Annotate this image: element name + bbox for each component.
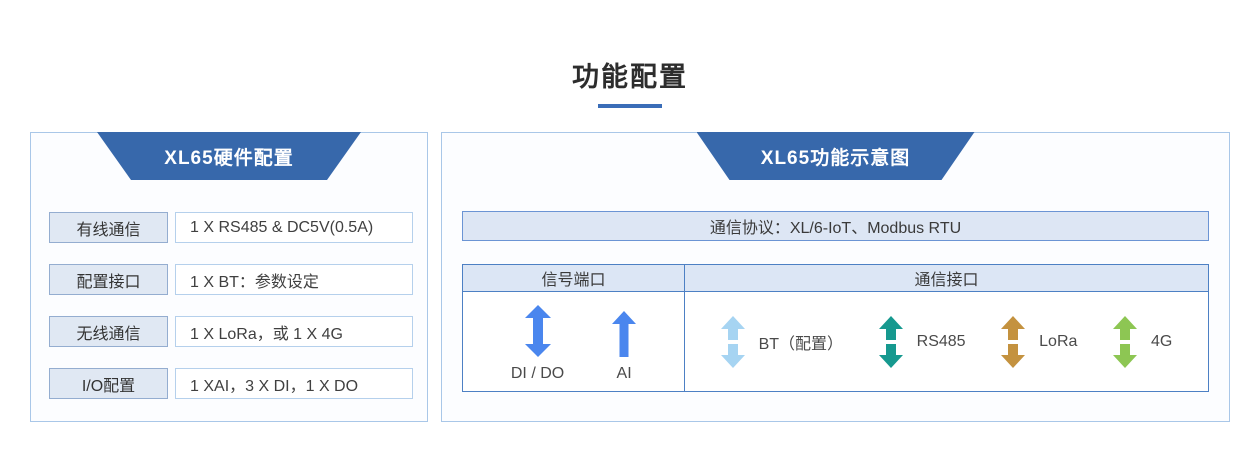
hardware-row-wireless: 无线通信 1 X LoRa，或 1 X 4G [49,316,413,347]
signal-label: AI [616,364,632,382]
row-value: 1 X RS485 & DC5V(0.5A) [175,212,413,243]
split-double-arrow-icon [1113,315,1137,368]
hardware-row-config: 配置接口 1 X BT：参数设定 [49,264,413,295]
row-label: 有线通信 [49,212,168,243]
comm-interfaces-cell: BT（配置） RS485 LoRa [685,292,1208,391]
split-double-arrow-icon [878,315,903,368]
comm-4g: 4G [1113,315,1173,368]
up-arrow-icon [612,310,637,357]
protocol-bar: 通信协议：XL/6-IoT、Modbus RTU [462,211,1209,241]
comm-rs485: RS485 [878,315,966,368]
table-header-signal-ports: 信号端口 [463,265,685,292]
hardware-panel-title: XL65硬件配置 [97,132,361,180]
signal-ports-cell: DI / DO AI [463,292,685,391]
title-underline [598,104,662,108]
function-table: 信号端口 通信接口 DI / DO AI [462,264,1209,392]
split-double-arrow-icon [1001,315,1026,368]
page-title: 功能配置 [572,62,688,92]
signal-ai: AI [612,297,637,383]
row-value: 1 XAI，3 X DI，1 X DO [175,368,413,399]
row-label: 配置接口 [49,264,168,295]
comm-bt: BT（配置） [720,315,844,368]
signal-di-do: DI / DO [511,297,564,383]
diagram-panel-title: XL65功能示意图 [697,132,975,180]
comm-label: RS485 [916,332,966,350]
row-label: I/O配置 [49,368,168,399]
comm-label: 4G [1151,332,1173,350]
page-header: 功能配置 [0,55,1260,108]
split-double-arrow-icon [720,315,745,368]
row-label: 无线通信 [49,316,168,347]
row-value: 1 X BT：参数设定 [175,264,413,295]
comm-label: BT（配置） [758,335,844,353]
comm-label: LoRa [1039,332,1078,350]
hardware-row-io: I/O配置 1 XAI，3 X DI，1 X DO [49,368,413,399]
table-header-comm-interfaces: 通信接口 [685,265,1208,292]
row-value: 1 X LoRa，或 1 X 4G [175,316,413,347]
hardware-config-panel: XL65硬件配置 有线通信 1 X RS485 & DC5V(0.5A) 配置接… [30,132,428,422]
comm-lora: LoRa [1001,315,1078,368]
function-diagram-panel: XL65功能示意图 通信协议：XL/6-IoT、Modbus RTU 信号端口 … [441,132,1230,422]
double-arrow-icon [524,304,551,357]
signal-label: DI / DO [510,364,565,382]
hardware-row-wired: 有线通信 1 X RS485 & DC5V(0.5A) [49,212,413,243]
